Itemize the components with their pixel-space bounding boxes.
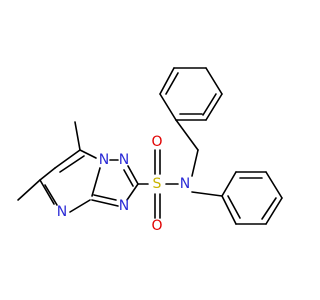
bond-n1-c2-double: [123, 169, 134, 187]
bond-ph2-b: [265, 171, 283, 199]
bond-c5-n4-double: [44, 184, 58, 206]
bond-n-ch2-bottom: [191, 191, 223, 197]
bond-n-ch2-top: [191, 149, 199, 177]
atom-n-ring-mid: N: [119, 152, 129, 168]
bond-ph2-inner-2: [261, 197, 277, 220]
bond-ph1-b: [159, 67, 175, 95]
bond-ch2-phenyl1: [175, 119, 199, 151]
atom-n-sulfonamide: N: [180, 176, 190, 192]
bond-ph1-a: [159, 93, 177, 121]
atom-n-ring-bottom: N: [119, 198, 129, 214]
bond-ph1-d: [205, 67, 223, 95]
bond-n8-c3a: [91, 167, 101, 197]
bond-ph2-inner-3: [227, 195, 241, 219]
bond-c7-c6: [54, 149, 81, 169]
molecule-diagram: N N N N N S O O: [17, 67, 283, 234]
bond-n1-c2: [127, 165, 139, 185]
bond-c6-c5: [39, 167, 56, 181]
atom-oxygen-top: O: [151, 134, 162, 150]
bond-methyl-top: [74, 121, 81, 151]
atom-sulfur: S: [153, 176, 162, 192]
bond-c7-n8: [79, 149, 97, 159]
bond-methyl-left: [17, 179, 41, 201]
bond-c7-c6-double: [59, 155, 85, 173]
bond-ph2-c: [265, 197, 283, 225]
bond-ch2-phenyl2: [221, 171, 237, 197]
atom-n-ring-top: N: [99, 152, 109, 168]
bond-ph2-e: [221, 195, 237, 225]
atom-labels: N N N N N S O O: [57, 134, 190, 234]
bond-n3-c3a: [91, 199, 119, 207]
bond-ph1-e: [205, 93, 223, 121]
atom-n-pyrimidine: N: [57, 204, 67, 220]
atom-oxygen-bottom: O: [151, 218, 162, 234]
bonds: [17, 67, 283, 225]
bond-n4-c3a: [69, 199, 91, 213]
bond-c5-n4: [39, 179, 55, 205]
bond-ph1-inner-1: [165, 72, 179, 95]
bond-n3-c3a-double: [93, 194, 117, 201]
bond-ph1-inner-2: [202, 93, 217, 116]
bond-c2-n3: [126, 183, 139, 201]
